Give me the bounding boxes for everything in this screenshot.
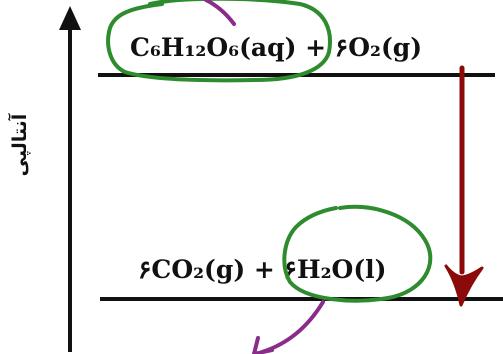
- enthalpy-axis: [59, 6, 81, 352]
- water-pointer-line: [260, 300, 325, 354]
- enthalpy-change-arrowhead-icon: [444, 264, 484, 307]
- water-pointer-arrowhead-icon: [252, 336, 274, 354]
- water-highlight-circle: [282, 204, 433, 303]
- products-label: ۶CO₂(g) + ۶H₂O(l): [138, 255, 386, 284]
- enthalpy-axis-label: آنتالپی: [7, 113, 31, 176]
- glucose-pointer-mark: [204, 0, 236, 26]
- enthalpy-change-arrow: [444, 65, 484, 307]
- reactants-label: C₆H₁₂O₆(aq) + ۶O₂(g): [130, 33, 422, 62]
- glucose-highlight-circle: [106, 0, 332, 83]
- water-pointer-mark: [252, 300, 325, 354]
- enthalpy-axis-arrowhead-icon: [59, 6, 81, 30]
